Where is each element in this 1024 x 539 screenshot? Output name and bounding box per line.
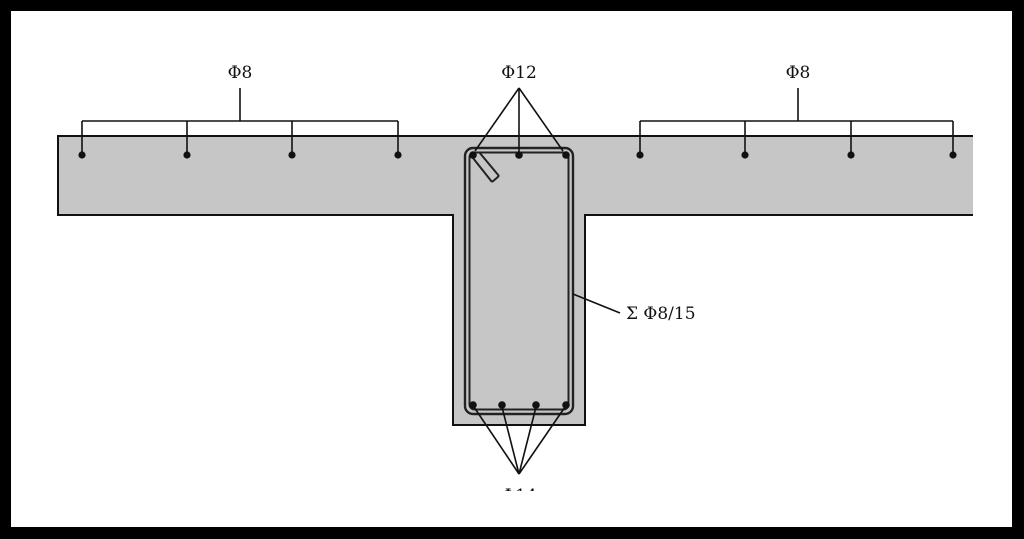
flange-left-bar <box>288 151 296 159</box>
stirrups-label: Σ Φ8/15 <box>626 304 696 324</box>
bottom-bar-leader <box>501 406 520 475</box>
flange-left-bar <box>394 151 402 159</box>
bottom-bar <box>532 401 540 409</box>
flange-right-bar <box>636 151 644 159</box>
stirrup-leader <box>572 293 621 314</box>
stirrup-callout: Σ Φ8/15 <box>572 293 696 324</box>
stirrup-hook-end <box>491 175 500 183</box>
flange-left-bars-label: Φ8 <box>228 63 253 83</box>
flange-right-bar-group: Φ8 <box>636 63 957 159</box>
top-bar <box>562 151 570 159</box>
flange-left-bar-group: Φ8 <box>78 63 402 159</box>
flange-right-bar <box>949 151 957 159</box>
top-bar <box>469 151 477 159</box>
t-section-outline <box>57 135 973 426</box>
top-bar-leader <box>474 87 520 152</box>
bottom-bar-leader <box>518 406 566 475</box>
bottom-bar-leader <box>473 406 520 475</box>
flange-left-bar <box>78 151 86 159</box>
bottom-bar <box>498 401 506 409</box>
top-bars-label: Φ12 <box>501 63 537 83</box>
stirrup-hook-line-a <box>472 157 493 183</box>
bottom-bar-leader <box>518 406 537 475</box>
flange-left-bar <box>183 151 191 159</box>
bottom-bar <box>562 401 570 409</box>
flange-right-bar <box>741 151 749 159</box>
top-bar-group: Φ12 <box>469 63 570 159</box>
concrete-t-section <box>58 136 973 425</box>
top-bar-leader <box>518 87 564 152</box>
bottom-bars-label: Φ14 <box>501 486 537 506</box>
flange-right-bar <box>847 151 855 159</box>
bottom-bar <box>469 401 477 409</box>
flange-right-bars-label: Φ8 <box>786 63 811 83</box>
stirrup-hook-line-b <box>478 151 500 177</box>
top-bar <box>515 151 523 159</box>
bottom-bar-group: Φ14 <box>469 401 570 506</box>
